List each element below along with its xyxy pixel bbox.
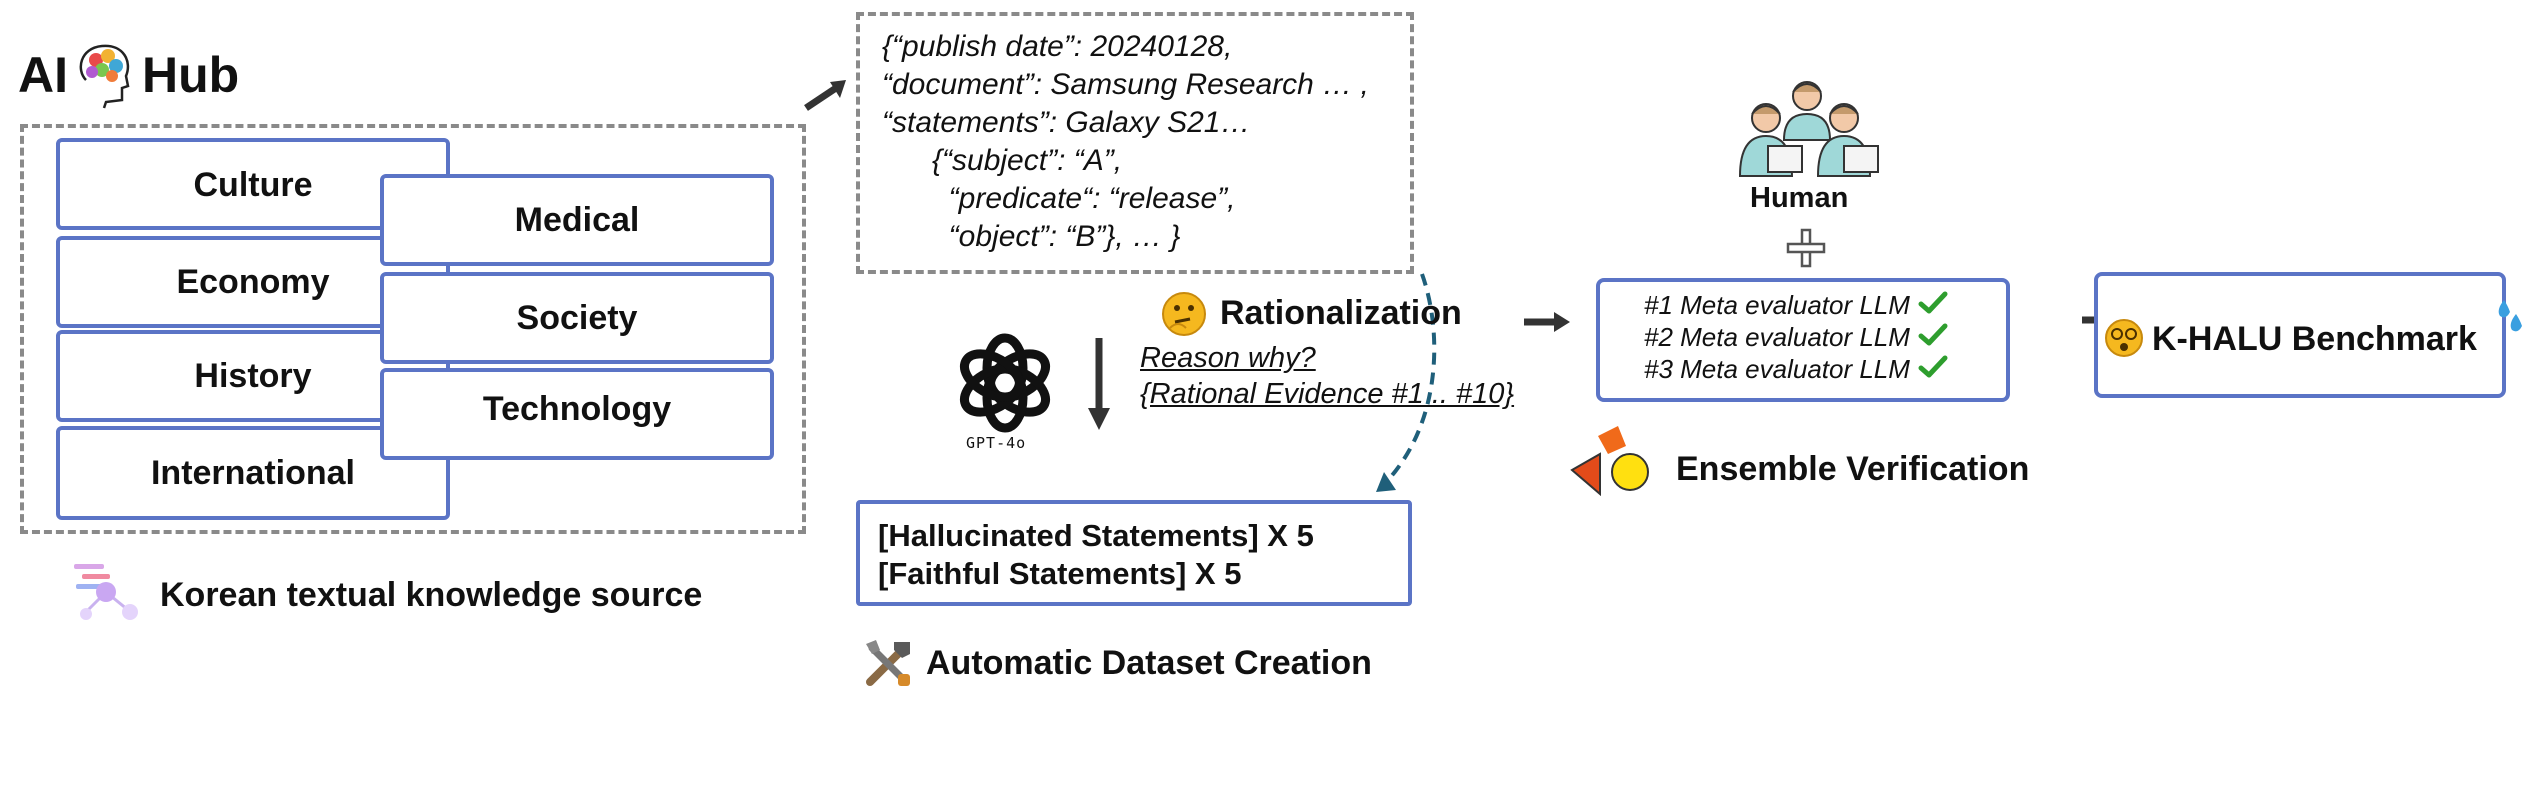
thinking-face-icon [1160,290,1208,338]
arrow-source-to-doc [800,78,850,114]
json-document-box [856,12,1414,274]
dataset-creation-caption: Automatic Dataset Creation [926,644,1372,682]
json-line-3: “statements”: Galaxy S21… [882,106,1251,139]
arrow-down [1084,336,1114,432]
json-line-5: “predicate“: “release”, [882,182,1236,215]
arrow-to-evaluators [1522,310,1572,334]
sweat-droplets-icon [2490,296,2532,340]
logo-text-hub: Hub [142,47,240,103]
dashed-curve-arrow [1370,270,1460,500]
evaluator-row-3: #3 Meta evaluator LLM [1644,354,1948,385]
category-technology: Technology [380,368,774,460]
benchmark-label: K-HALU Benchmark [2152,320,2477,358]
plus-icon [1786,228,1826,268]
json-line-2: “document”: Samsung Research … , [882,68,1369,101]
check-icon [1918,291,1948,320]
json-line-1: {“publish date”: 20240128, [882,30,1233,63]
source-dashed-box [20,124,806,534]
knowledge-source-caption: Korean textual knowledge source [160,576,703,614]
category-culture: Culture [56,138,450,230]
evaluator-row-2: #2 Meta evaluator LLM [1644,322,1948,353]
model-name-label: GPT-4o [966,434,1027,452]
evaluator-row-1: #1 Meta evaluator LLM [1644,290,1948,321]
tools-icon [860,636,916,692]
evaluator-label-3: #3 Meta evaluator LLM [1644,354,1910,384]
dizzy-face-icon [2104,318,2144,358]
json-line-4: {“subject”: “A”, [882,144,1123,177]
rationalization-evidence: {Rational Evidence #1 .. #10} [1140,378,1515,410]
brain-head-icon [72,40,138,110]
evaluator-label-1: #1 Meta evaluator LLM [1644,290,1910,320]
faithful-statements-line: [Faithful Statements] X 5 [878,556,1242,591]
evaluator-label-2: #2 Meta evaluator LLM [1644,322,1910,352]
shapes-icon [1570,424,1662,497]
check-icon [1918,355,1948,384]
rationalization-title: Rationalization [1220,294,1462,332]
ensemble-verification-caption: Ensemble Verification [1676,450,2030,488]
human-label: Human [1750,182,1849,214]
category-society: Society [380,272,774,364]
rationalization-question: Reason why? [1140,342,1316,374]
openai-logo-icon [950,328,1060,438]
benchmark-box [2094,272,2506,398]
knowledge-graph-icon [72,560,144,622]
hallucinated-statements-line: [Hallucinated Statements] X 5 [878,518,1314,553]
logo-text-ai: AI [18,47,68,103]
category-medical: Medical [380,174,774,266]
human-group-icon [1732,78,1882,180]
statements-output-box [856,500,1412,606]
check-icon [1918,323,1948,352]
ai-hub-logo: AI Hub [18,40,239,110]
json-line-6: “object”: “B”}, … } [882,220,1181,253]
